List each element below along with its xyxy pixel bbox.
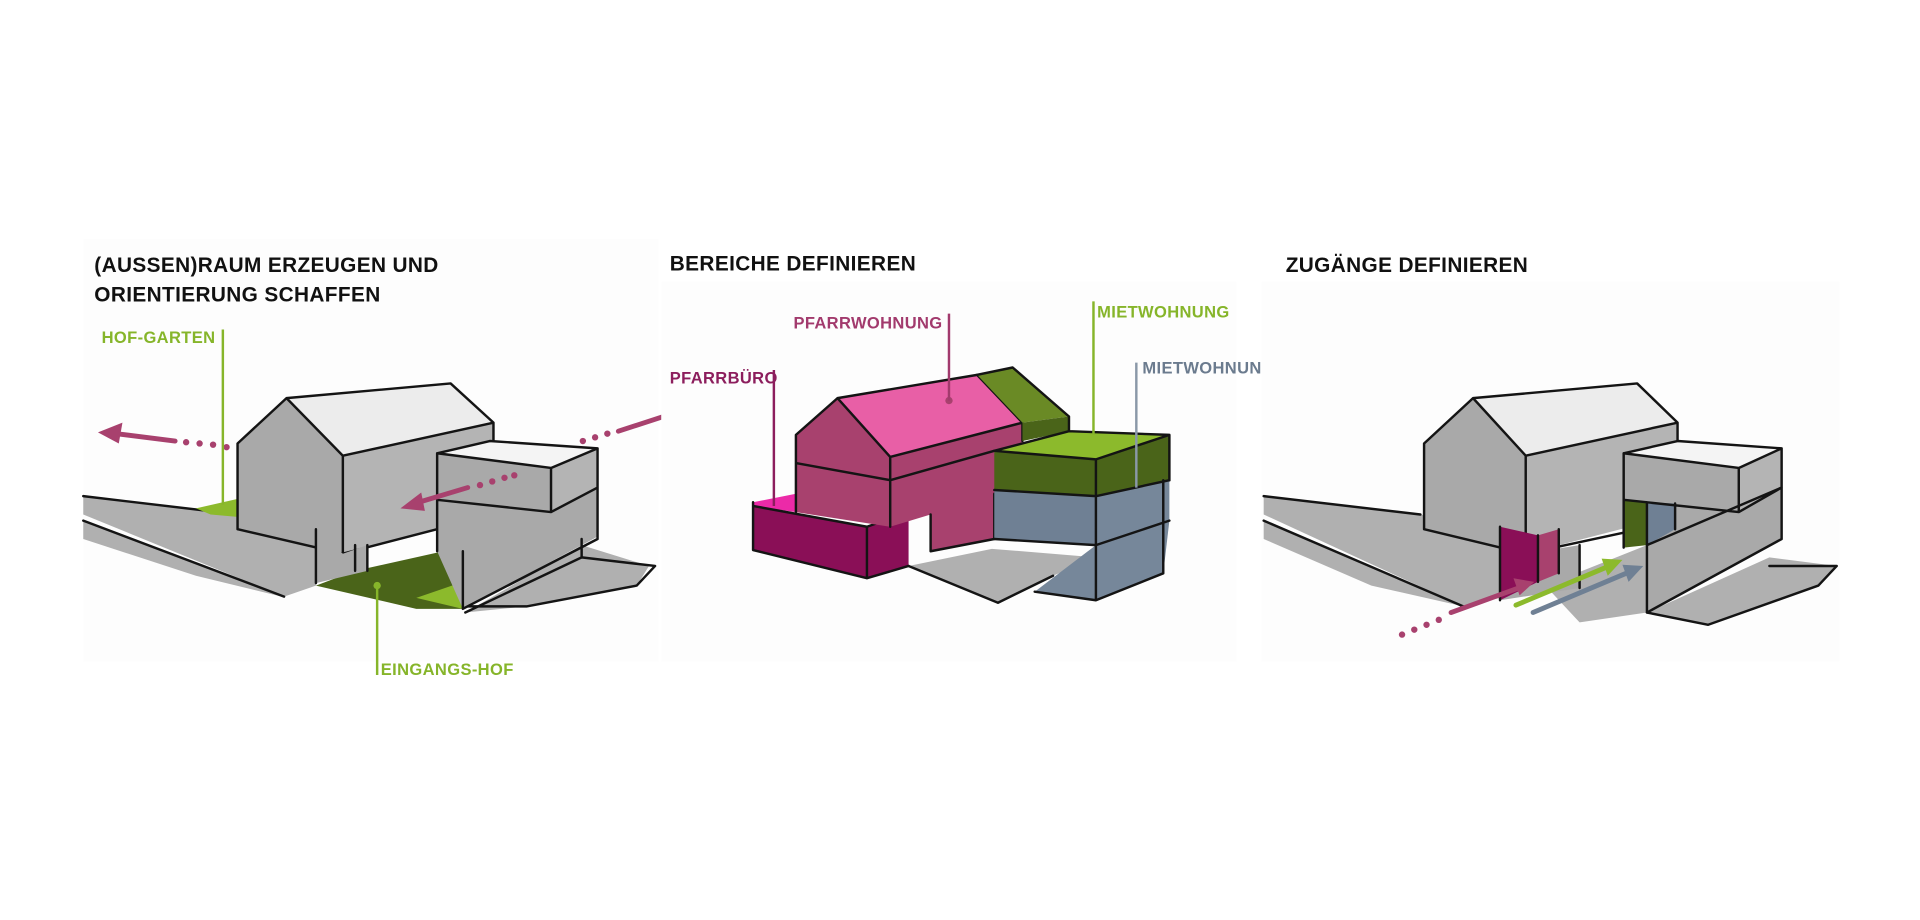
mietwohnung-upper-wall <box>1022 416 1069 442</box>
plinth-edges <box>314 527 369 585</box>
panel-define-areas: BEREICHE DEFINIEREN PFARRWOHNUNG PFARRBÜ… <box>661 253 1275 662</box>
panel-title-line1: (AUSSEN)RAUM ERZEUGEN UND <box>94 254 438 277</box>
slate-lower <box>1034 520 1170 601</box>
mietwohnung-edges <box>975 366 1171 498</box>
house-edges <box>236 382 495 555</box>
plinth-edges <box>1498 525 1581 602</box>
arrow-access-slate <box>1530 564 1644 615</box>
block-upper-top <box>1623 441 1782 468</box>
pfarrwohnung-roof <box>837 374 1023 457</box>
label-eingangs-hof: EINGANGS-HOF <box>381 660 514 679</box>
mietwohnung-side <box>1095 434 1170 497</box>
mietwohnung-roof-green <box>977 367 1069 423</box>
mietwohnung-front <box>994 450 1096 497</box>
label-pfarrwohnung: PFARRWOHNUNG <box>793 313 942 332</box>
pfarrbuero-front <box>753 505 867 579</box>
panel-outdoor-space: (AUSSEN)RAUM ERZEUGEN UND ORIENTIERUNG S… <box>82 238 687 679</box>
house-roof <box>1473 383 1678 456</box>
arrow-west <box>97 422 230 451</box>
panel-title: BEREICHE DEFINIEREN <box>670 253 916 276</box>
ground-shadow <box>465 545 649 613</box>
block-edges <box>1622 439 1783 614</box>
ground-edges <box>1262 494 1838 626</box>
arrow-southwest <box>400 472 518 511</box>
pfarrwohnung-gable <box>795 398 891 527</box>
slate-side <box>1095 480 1170 546</box>
house-roof <box>286 383 494 456</box>
house-gable-wall <box>237 398 343 554</box>
block-upper-front <box>1623 453 1739 513</box>
arrow-access-pfarr <box>1398 578 1535 638</box>
block-upper-top <box>437 441 598 468</box>
pfarrwohnung-side <box>890 422 1023 552</box>
block-lower <box>437 487 598 609</box>
hof-garten-area <box>195 498 239 517</box>
panel-title-line2: ORIENTIERUNG SCHAFFEN <box>94 283 380 306</box>
panel-define-access: ZUGÄNGE DEFINIEREN <box>1261 254 1840 662</box>
label-pfarrbuero: PFARRBÜRO <box>670 368 778 387</box>
label-hof-garten: HOF-GARTEN <box>102 328 216 347</box>
slate-edges <box>993 478 1171 602</box>
pfarrbuero-side <box>866 512 909 579</box>
house-gable-wall <box>1424 398 1526 554</box>
door-mietwohnung-green <box>1623 499 1647 548</box>
arrow-access-green <box>1513 558 1623 608</box>
eingangs-hof-light <box>416 581 463 609</box>
panel-title: ZUGÄNGE DEFINIEREN <box>1286 254 1528 277</box>
label-mietwohnung-slate: MIETWOHNUNG <box>1142 359 1274 378</box>
ground-edges <box>907 564 1055 604</box>
leader-dot <box>373 581 381 590</box>
mietwohnung-terrace <box>994 431 1170 460</box>
house-edges <box>1422 382 1679 555</box>
door-mietwohnung-slate <box>1646 502 1676 546</box>
ground-shadow <box>908 548 1096 603</box>
door-pfarrwohnung <box>1537 529 1559 582</box>
block-edges <box>435 439 599 614</box>
ground-shadow <box>1646 557 1837 625</box>
label-mietwohnung-green: MIETWOHNUNG <box>1097 302 1229 321</box>
slate-front <box>994 490 1096 546</box>
eingangs-hof-area <box>315 551 463 609</box>
